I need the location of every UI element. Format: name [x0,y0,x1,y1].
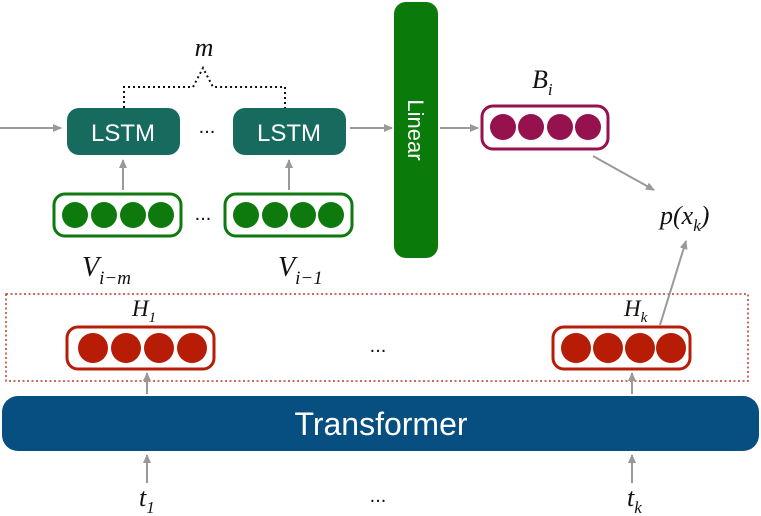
lstm-first-label: LSTM [91,120,155,147]
lstm-ellipsis: ... [199,116,216,138]
lstm-cell-first: LSTM [67,108,180,155]
window-size-label: m [195,33,214,62]
v-vector-last [223,192,354,238]
h-vector-ellipsis: ... [370,335,387,357]
transformer-block: Transformer [2,396,759,451]
lstm-last-label: LSTM [257,120,321,147]
b-vector-label: Bi [532,65,553,99]
transformer-label: Transformer [294,406,467,442]
t-ellipsis: ... [370,485,387,507]
b-to-output-arrow [592,155,655,191]
h-vector-last [551,325,692,371]
output-probability-label: p(xk) [658,201,709,235]
linear-layer: Linear [394,2,438,258]
t-last-label: tk [627,483,642,516]
linear-label: Linear [403,99,428,160]
v-vector-ellipsis: ... [195,203,212,225]
h-to-output-arrow [659,240,688,326]
v-first-label: Vi−m [82,252,131,289]
v-vector-first [52,192,183,238]
window-bracket [123,65,286,108]
h-vector-first [65,325,216,371]
v-last-label: Vi−1 [278,252,323,289]
h-first-label: H1 [131,296,156,326]
hidden-states-group [5,293,749,382]
b-vector [480,104,610,151]
t-first-label: t1 [139,483,155,516]
h-last-label: Hk [623,296,648,326]
lstm-cell-last: LSTM [233,108,346,155]
